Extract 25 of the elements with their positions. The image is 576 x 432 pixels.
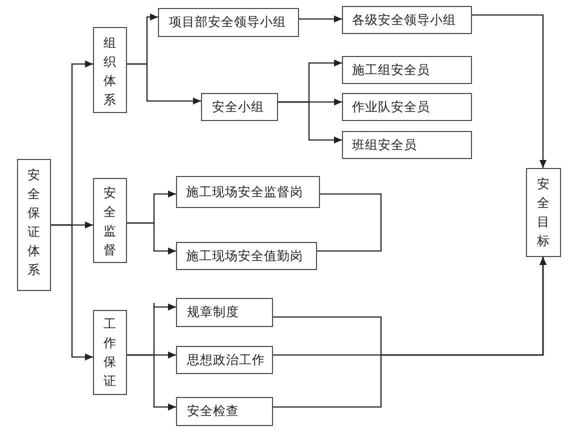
arrow <box>127 63 201 104</box>
process-box: 安全小组 <box>201 93 278 121</box>
arrow <box>278 101 342 144</box>
connector-line <box>317 193 382 252</box>
process-box: 规章制度 <box>176 298 273 327</box>
arrow <box>127 354 176 410</box>
arrow <box>273 257 546 408</box>
process-box: 思想政治工作 <box>176 346 273 374</box>
process-box: 各级安全领导小组 <box>342 6 472 34</box>
arrow <box>472 14 546 168</box>
process-box: 施工现场安全值勤岗 <box>176 242 317 270</box>
process-box: 施工现场安全监督岗 <box>176 176 320 208</box>
process-box: 工作保证 <box>93 310 127 395</box>
process-box: 安全监督 <box>93 178 127 263</box>
goal-box: 安全目标 <box>526 168 561 257</box>
arrow <box>51 224 93 360</box>
process-box: 项目部安全领导小组 <box>158 8 299 37</box>
arrow <box>127 222 176 254</box>
process-box: 作业队安全员 <box>342 93 472 121</box>
process-box: 组织体系 <box>93 27 127 113</box>
process-box: 安全保证体系 <box>17 159 51 291</box>
process-box: 施工组安全员 <box>342 56 472 84</box>
process-box: 安全检查 <box>176 397 273 426</box>
process-box: 班组安全员 <box>342 131 472 159</box>
arrow <box>299 16 342 22</box>
